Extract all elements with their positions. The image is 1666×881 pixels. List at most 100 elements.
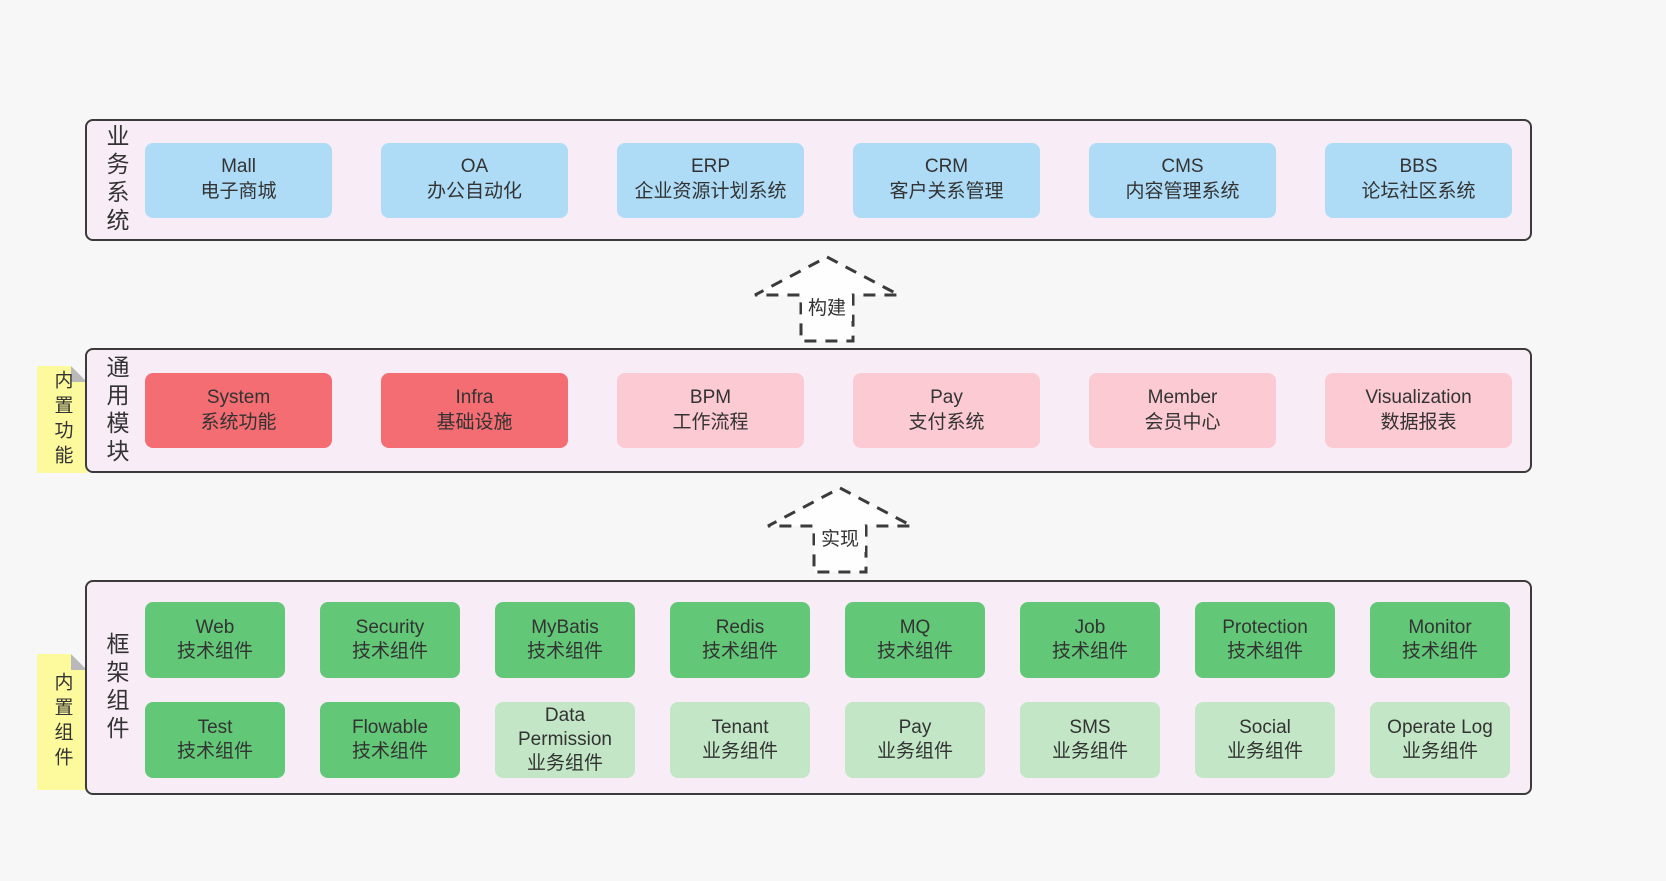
box-title: Web <box>195 617 235 639</box>
box-subtitle: 支付系统 <box>908 411 985 433</box>
box-infra: Infra 基础设施 <box>381 373 568 448</box>
box-title: Social <box>1239 717 1291 739</box>
folded-corner-icon <box>71 366 87 382</box>
layer-label: 业务系统 <box>103 124 129 236</box>
box-title: Redis <box>715 617 765 639</box>
box-title: Data Permission <box>518 705 612 751</box>
box-subtitle: 业务组件 <box>701 741 778 762</box>
arrow-label-backdrop <box>815 525 865 552</box>
box-cms: CMS 内容管理系统 <box>1089 142 1276 218</box>
layer-common-modules: 通用模块 System 系统功能 Infra 基础设施 BPM 工作流程 Pay 支付系统 Me… <box>85 348 1532 473</box>
note-label: 内置组件 <box>51 672 73 772</box>
box-subtitle: 技术组件 <box>876 641 953 662</box>
box-subtitle: 客户关系管理 <box>889 181 1004 202</box>
box-pay: Pay 支付系统 <box>853 373 1040 448</box>
box-title: BPM <box>689 386 732 408</box>
box-subtitle: 技术组件 <box>701 641 778 662</box>
box-subtitle: 业务组件 <box>876 741 953 762</box>
box-title: CMS <box>1161 156 1204 178</box>
box-subtitle: 办公自动化 <box>426 181 522 202</box>
box-title: MyBatis <box>531 617 599 639</box>
box-title: Pay <box>898 717 932 739</box>
box-title: Pay <box>930 386 963 408</box>
box-title: Tenant <box>711 717 769 739</box>
folded-corner-icon <box>71 654 87 670</box>
box-subtitle: 技术组件 <box>1226 641 1303 662</box>
box-title: Security <box>355 617 425 639</box>
box-subtitle: 电子商城 <box>200 181 277 202</box>
box-title: Test <box>197 717 233 739</box>
box-title: Mall <box>221 156 256 178</box>
arrow-label: 实现 <box>821 528 859 550</box>
box-title: Operate Log <box>1387 717 1493 739</box>
box-subtitle: 技术组件 <box>351 741 428 762</box>
common-modules-row: System 系统功能 Infra 基础设施 BPM 工作流程 Pay 支付系统 Member 会… <box>145 350 1512 471</box>
layer-label: 通用模块 <box>103 354 129 467</box>
box-subtitle: 技术组件 <box>176 641 253 662</box>
box-mall: Mall 电子商城 <box>145 142 332 218</box>
box-subtitle: 技术组件 <box>1051 641 1128 662</box>
box-subtitle: 数据报表 <box>1380 411 1457 433</box>
box-subtitle: 企业资源计划系统 <box>634 181 787 202</box>
sticky-note-built-in-components: 内置组件 <box>37 654 87 790</box>
box-subtitle: 基础设施 <box>436 411 513 433</box>
box-subtitle: 工作流程 <box>672 411 749 433</box>
box-subtitle: 技术组件 <box>176 741 253 762</box>
box-subtitle: 技术组件 <box>351 641 428 662</box>
box-title: Member <box>1147 386 1218 408</box>
box-subtitle: 技术组件 <box>1401 641 1478 662</box>
arrow-up-implement-icon: 实现 <box>767 486 913 574</box>
box-visualization: Visualization 数据报表 <box>1325 373 1512 448</box>
arrow-label: 构建 <box>808 297 846 319</box>
layer-label: 框架组件 <box>103 631 129 744</box>
box-subtitle: 业务组件 <box>1051 741 1128 762</box>
box-subtitle: 内容管理系统 <box>1125 181 1240 202</box>
box-title: System <box>206 386 271 408</box>
sticky-note-built-in-features: 内置功能 <box>37 366 87 473</box>
box-title: CRM <box>924 156 969 178</box>
box-subtitle: 业务组件 <box>1226 741 1303 762</box>
note-label: 内置功能 <box>51 369 73 470</box>
box-subtitle: 会员中心 <box>1144 411 1221 433</box>
box-title: BBS <box>1399 156 1438 178</box>
box-subtitle: 技术组件 <box>526 641 603 662</box>
box-member: Member 会员中心 <box>1089 373 1276 448</box>
box-title: ERP <box>690 156 731 178</box>
arrow-up-build-icon: 构建 <box>754 255 900 343</box>
box-bpm: BPM 工作流程 <box>617 373 804 448</box>
box-title: Job <box>1074 617 1106 639</box>
box-title: Infra <box>455 386 494 408</box>
box-title: MQ <box>899 617 931 639</box>
box-subtitle: 系统功能 <box>200 411 277 433</box>
box-title: Visualization <box>1365 386 1472 408</box>
box-subtitle: 论坛社区系统 <box>1361 181 1476 202</box>
box-title: Monitor <box>1408 617 1472 639</box>
box-title: SMS <box>1069 717 1111 739</box>
box-subtitle: 业务组件 <box>1401 741 1478 762</box>
box-system: System 系统功能 <box>145 373 332 448</box>
box-erp: ERP 企业资源计划系统 <box>617 142 804 218</box>
box-title: Flowable <box>351 717 429 739</box>
